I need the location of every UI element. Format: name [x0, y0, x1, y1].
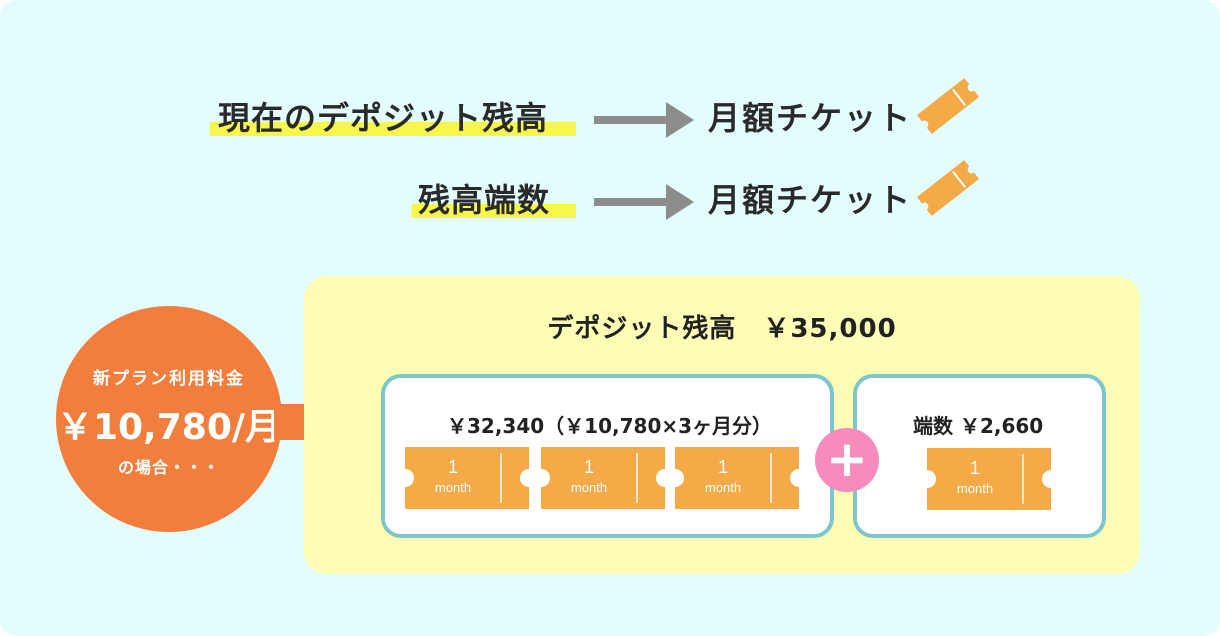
label-highlight — [412, 204, 576, 218]
target-label: 月額チケット — [708, 181, 913, 219]
month-ticket: 1 month — [405, 447, 529, 509]
ticket-shape — [405, 447, 529, 509]
ticket-unit: month — [570, 480, 608, 495]
ticket-shape — [541, 447, 665, 509]
panel-title: デポジット残高 ￥35,000 — [547, 314, 897, 344]
target-label: 月額チケット — [708, 99, 913, 137]
ticket-unit: month — [434, 480, 472, 495]
arrow-right-icon — [594, 102, 694, 138]
ticket-shape — [927, 448, 1051, 510]
plus-icon: + — [815, 428, 879, 492]
months-box: ￥32,340（￥10,780×3ヶ月分） 1 month 1 month 1 — [381, 374, 834, 538]
plan-fee-circle: 新プラン利用料金 ￥10,780/月 の場合・・・ — [56, 306, 282, 532]
label-highlight — [210, 122, 576, 136]
arrow-right-icon — [594, 184, 694, 220]
month-ticket: 1 month — [927, 448, 1051, 510]
row-label: 現在のデポジット残高 — [218, 99, 549, 137]
ticket-icon — [916, 160, 980, 216]
row-remainder: 残高端数 月額チケット — [0, 158, 1220, 238]
ticket-unit: month — [956, 481, 994, 496]
month-ticket: 1 month — [541, 447, 665, 509]
plus-symbol: + — [826, 430, 868, 488]
month-ticket: 1 month — [675, 447, 799, 509]
ticket-icon — [916, 78, 980, 134]
months-box-title: ￥32,340（￥10,780×3ヶ月分） — [447, 414, 773, 438]
ticket-unit: month — [704, 480, 742, 495]
plan-fee-label: 新プラン利用料金 — [93, 369, 245, 389]
remainder-box: 端数 ￥2,660 1 month — [853, 374, 1106, 538]
ticket-number: 1 — [969, 458, 980, 478]
ticket-shape — [675, 447, 799, 509]
plan-fee-case: の場合・・・ — [117, 458, 220, 477]
ticket-number: 1 — [583, 457, 594, 477]
remainder-box-title: 端数 ￥2,660 — [913, 414, 1044, 438]
plan-fee-amount: ￥10,780/月 — [56, 407, 282, 448]
row-label: 残高端数 — [418, 181, 551, 219]
ticket-number: 1 — [447, 457, 458, 477]
row-current-deposit: 現在のデポジット残高 月額チケット — [0, 76, 1220, 156]
ticket-number: 1 — [717, 457, 728, 477]
